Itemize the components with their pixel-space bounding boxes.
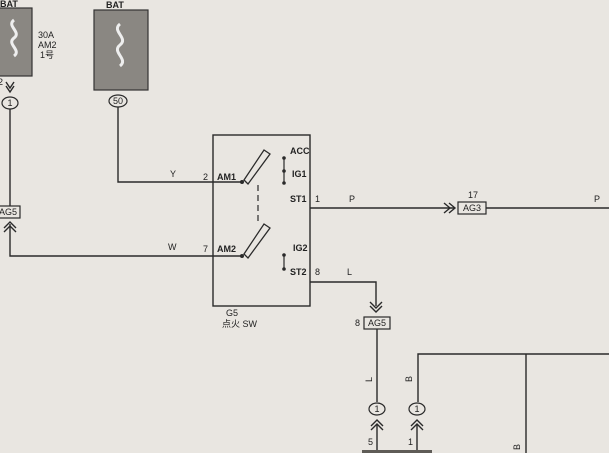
terminal-st1: ST1 — [290, 194, 307, 204]
terminal-ig2: IG2 — [293, 243, 308, 253]
pin-st1: 1 — [315, 194, 320, 204]
connector-ag3-pin: 17 — [468, 190, 478, 200]
svg-text:AG5: AG5 — [368, 318, 386, 328]
bottom-right-pin: 1 — [408, 437, 413, 447]
switch-blade-am1-icon — [243, 149, 271, 185]
terminal-am2: AM2 — [217, 244, 236, 254]
wire-b-label: B — [404, 376, 414, 382]
fuse-center-element-icon — [115, 22, 125, 68]
fuse-am2-name-suffix: 1号 — [40, 50, 54, 60]
svg-text:AG3: AG3 — [463, 203, 481, 213]
connector-bottom-right: 1 — [408, 402, 426, 416]
wire-l-label: L — [347, 267, 352, 277]
contact-am1 — [240, 180, 244, 184]
connector-ag3: AG3 17 — [457, 190, 487, 215]
svg-text:50: 50 — [113, 96, 123, 106]
wire-w-to-am2 — [9, 224, 241, 257]
bottom-left-pin: 5 — [368, 437, 373, 447]
connector-arrow-icon — [5, 81, 15, 94]
fuse-am2-rating: 30A — [38, 30, 54, 40]
wire-y-label: Y — [170, 169, 176, 179]
svg-text:1: 1 — [7, 98, 12, 108]
svg-text:1: 1 — [414, 404, 419, 414]
connector-ag5-mid: AG5 8 — [355, 316, 391, 330]
connector-bottom-left: 1 — [368, 402, 386, 416]
contact-am2 — [240, 254, 244, 258]
pin-st2: 8 — [315, 267, 320, 277]
fuse-am2-name: AM2 — [38, 40, 57, 50]
connector-center-50: 50 — [108, 94, 128, 108]
wire-y-to-am1 — [117, 107, 241, 183]
wire-w-label: W — [168, 242, 177, 252]
wire-l-st2 — [310, 281, 377, 306]
wire-b-right-drop-label: B — [512, 444, 522, 450]
fuse-center-body — [93, 9, 149, 91]
ignition-switch: 2 AM1 7 AM2 ACC IG1 ST1 IG2 ST2 1 8 G5 点… — [203, 134, 320, 329]
wire-p-far-label: P — [594, 194, 600, 204]
connector-arrow-right-icon — [443, 202, 457, 214]
svg-text:AG5: AG5 — [0, 207, 17, 217]
connector-ag5-mid-pin: 8 — [355, 318, 360, 328]
ignition-switch-box — [212, 134, 311, 307]
fuse-am2-pin: 2 — [0, 77, 3, 87]
connector-arrow-down-icon — [369, 301, 383, 313]
fuse-am2-supply: BAT — [0, 0, 18, 9]
fuse-am2-body — [0, 7, 33, 77]
contact-st2 — [282, 267, 286, 271]
contact-st1 — [282, 181, 286, 185]
pin-am1: 2 — [203, 172, 208, 182]
terminal-acc: ACC — [290, 146, 310, 156]
terminal-st2: ST2 — [290, 267, 307, 277]
switch-name: 点火 SW — [222, 319, 258, 329]
wire-b — [417, 353, 609, 402]
contact-ig2 — [282, 253, 286, 257]
terminal-ig1: IG1 — [292, 169, 307, 179]
contact-ig1 — [282, 169, 286, 173]
wire-p-label: P — [349, 194, 355, 204]
fuse-am2-element-icon — [10, 18, 18, 58]
switch-id: G5 — [226, 308, 238, 318]
connector-ag5-left: AG5 — [0, 205, 21, 219]
contact-acc — [282, 156, 286, 160]
svg-text:1: 1 — [374, 404, 379, 414]
terminal-am1: AM1 — [217, 172, 236, 182]
fuse-center-supply: BAT — [106, 0, 124, 10]
switch-blade-am2-icon — [243, 223, 271, 259]
fuse-center: BAT — [93, 0, 149, 91]
wire-l-down-label: L — [364, 377, 374, 382]
bottom-component-box — [362, 450, 432, 453]
fuse-am2: BAT 30A AM2 1号 2 — [0, 0, 57, 87]
connector-left-1: 1 — [1, 96, 19, 110]
pin-am2: 7 — [203, 244, 208, 254]
